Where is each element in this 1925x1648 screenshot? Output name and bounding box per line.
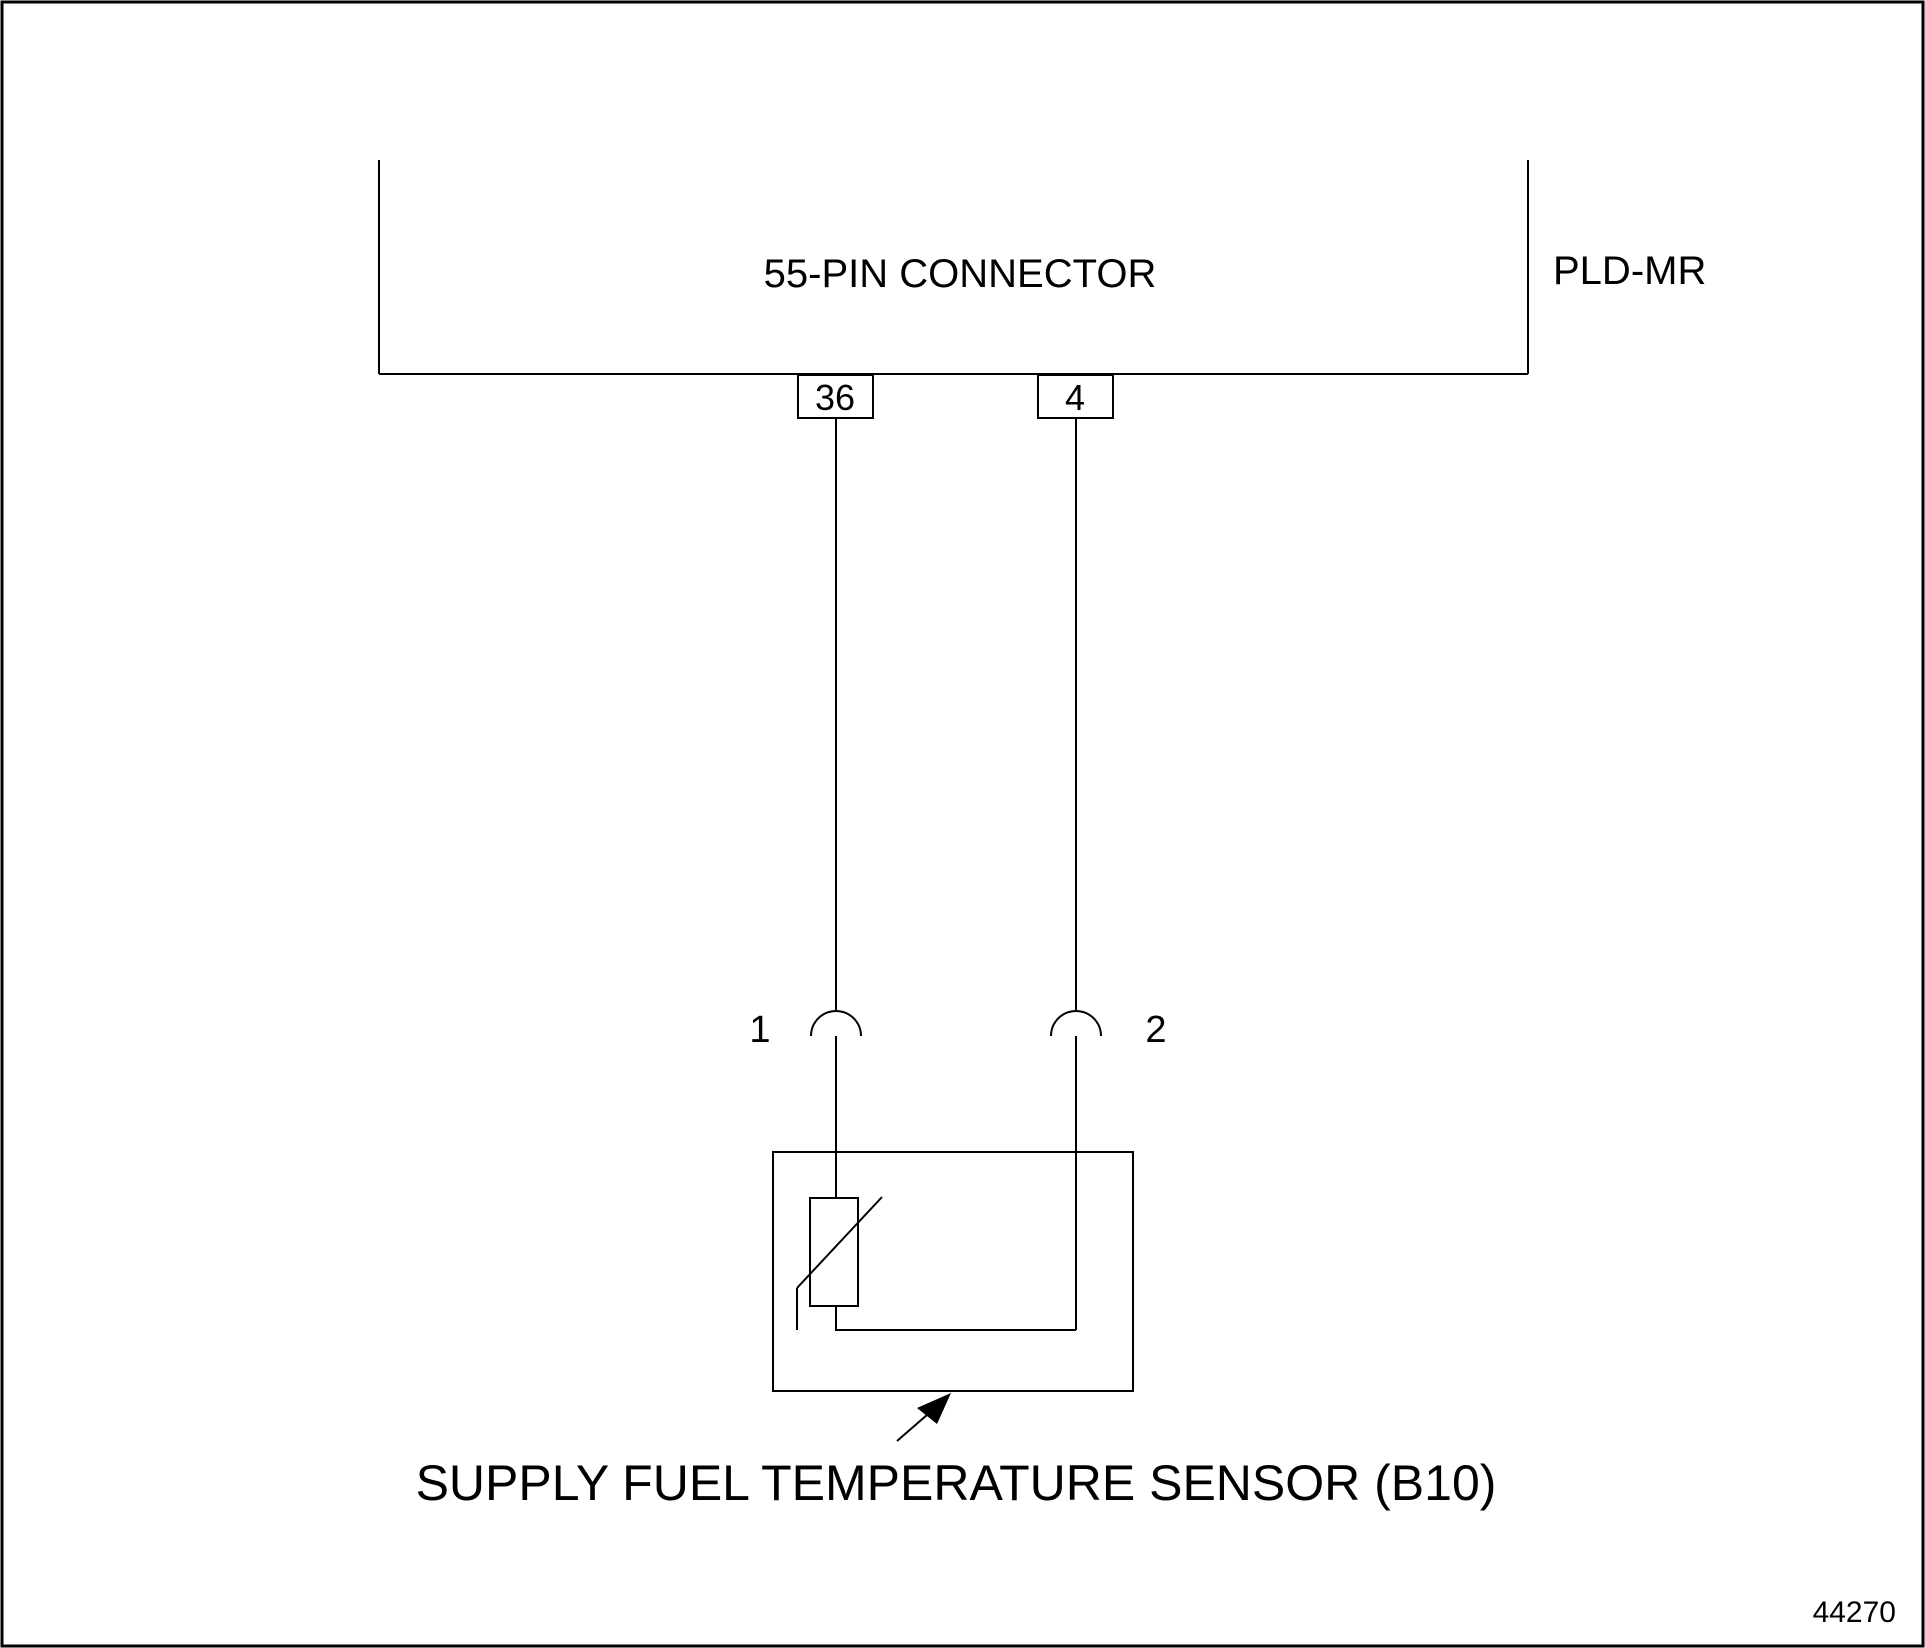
terminal-1-label: 1	[749, 1009, 770, 1051]
sensor-housing	[772, 1151, 1134, 1392]
pin-36: 36	[797, 374, 874, 419]
module-label: PLD-MR	[1553, 249, 1706, 293]
pld-mr-module: 55-PIN CONNECTOR PLD-MR	[378, 160, 1706, 375]
terminal-2-label: 2	[1145, 1009, 1166, 1051]
thermistor-icon	[796, 1196, 883, 1330]
sensor-leader-arrowhead-icon	[917, 1393, 951, 1424]
sensor-internal-return	[835, 1306, 1076, 1331]
connector-label: 55-PIN CONNECTOR	[764, 252, 1157, 296]
pin-4-label: 4	[1065, 377, 1085, 418]
pin-36-label: 36	[815, 377, 855, 418]
terminal-1-connector-icon	[810, 1010, 862, 1037]
figure-number: 44270	[1813, 1596, 1896, 1629]
terminal-2-connector-icon	[1050, 1010, 1102, 1037]
sensor-label: SUPPLY FUEL TEMPERATURE SENSOR (B10)	[416, 1455, 1497, 1511]
pin-4: 4	[1037, 374, 1114, 419]
